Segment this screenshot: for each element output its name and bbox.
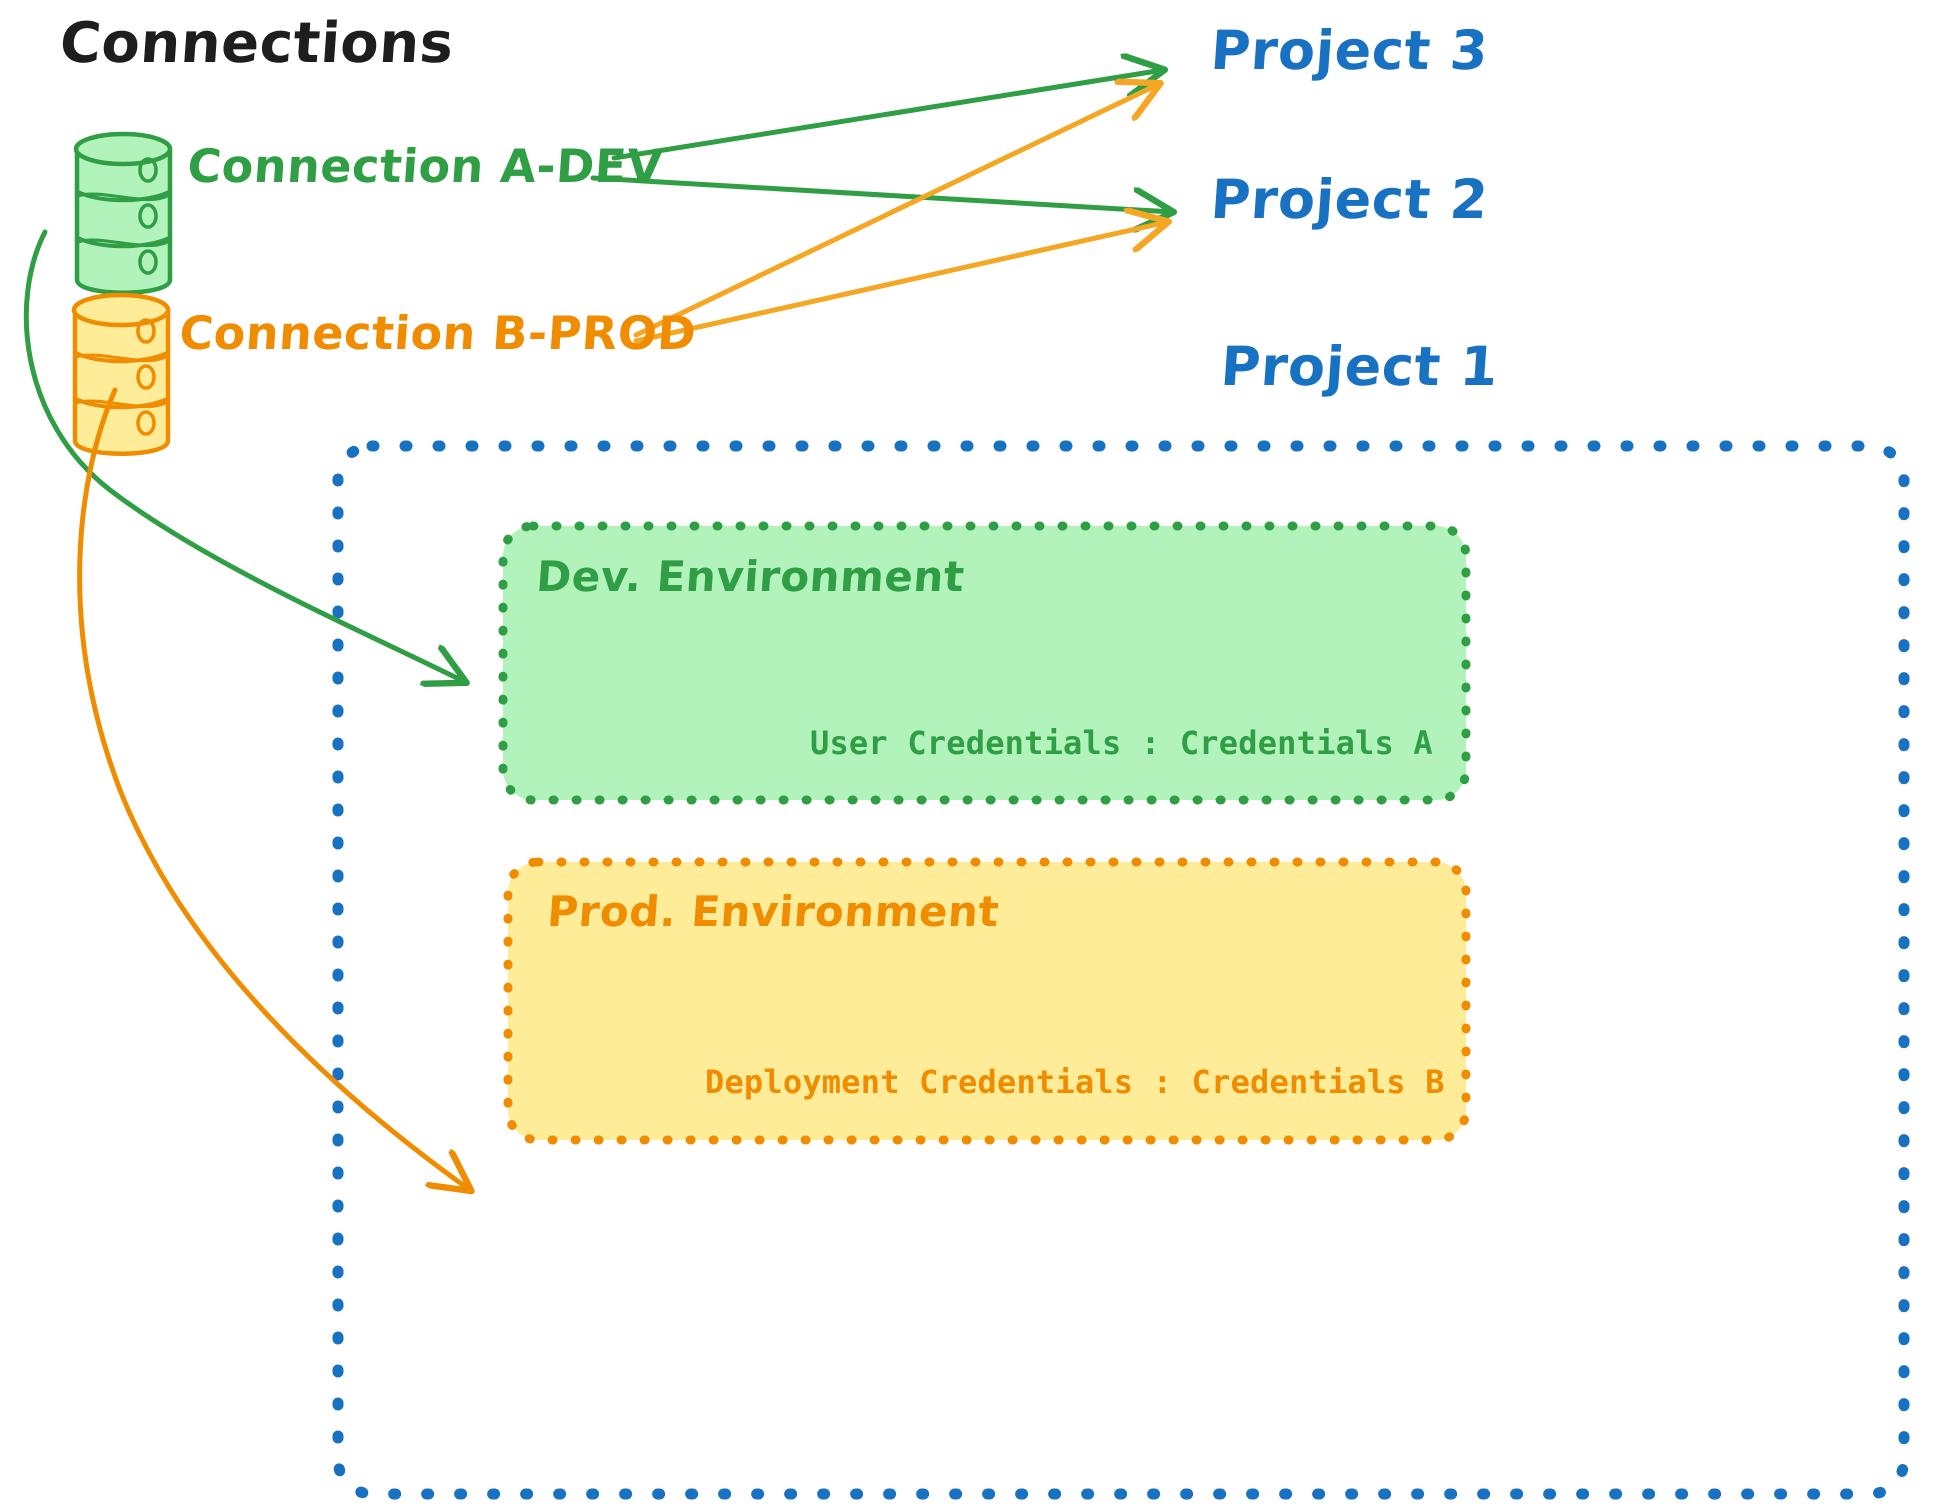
project-1-dotted-border (332, 440, 1910, 1500)
prod-environment-box[interactable] (503, 857, 1471, 1145)
prod-environment-border (503, 857, 1471, 1145)
prod-environment-credentials: Deployment Credentials : Credentials B (705, 1063, 1445, 1101)
edge-b-prod-to-prod-environment (77, 387, 470, 1190)
edge-b-prod-to-project-3 (633, 84, 1159, 338)
prod-environment-title: Prod. Environment (545, 887, 1001, 936)
project-1-container (332, 440, 1910, 1500)
database-icon-connection-b-prod[interactable] (71, 292, 171, 456)
page-title: Connections (57, 11, 456, 76)
dev-environment-credentials: User Credentials : Credentials A (810, 724, 1433, 762)
project-1-label[interactable]: Project 1 (1218, 335, 1501, 398)
project-3-label[interactable]: Project 3 (1208, 19, 1491, 82)
project-2-label[interactable]: Project 2 (1208, 168, 1491, 231)
dev-environment-title: Dev. Environment (534, 552, 967, 601)
edge-a-dev-to-project-2 (590, 175, 1172, 212)
edge-a-dev-to-dev-environment (23, 229, 465, 682)
edge-b-prod-to-project-2 (633, 222, 1167, 344)
dev-environment-box[interactable] (498, 521, 1471, 805)
dev-environment-border (498, 521, 1471, 805)
edge-a-dev-to-project-3 (611, 70, 1163, 161)
connection-a-dev-label[interactable]: Connection A-DEV (185, 139, 665, 193)
connection-b-prod-label[interactable]: Connection B-PROD (177, 306, 699, 360)
database-icon-connection-a-dev[interactable] (73, 131, 173, 295)
